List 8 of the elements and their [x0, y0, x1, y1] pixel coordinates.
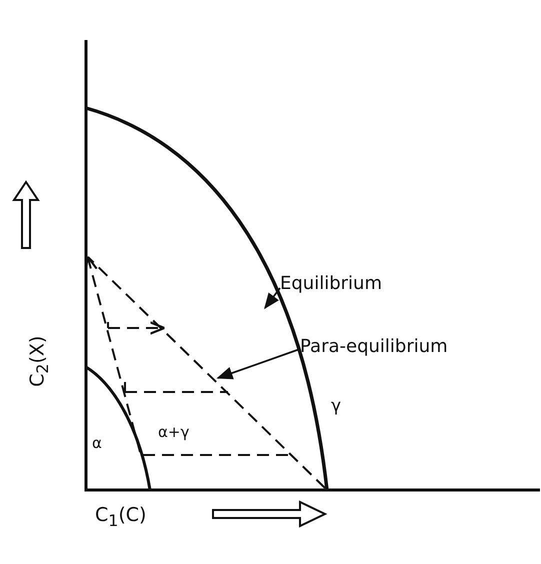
- phase-label: α+γ: [158, 425, 190, 440]
- phase-label: γ: [331, 398, 342, 415]
- phase-label: α: [92, 436, 102, 451]
- curve-label: Para-equilibrium: [300, 336, 448, 358]
- axis-label: C$_{1}$(C): [95, 506, 146, 529]
- leader-arrow: [264, 287, 281, 310]
- curve-label: Equilibrium: [280, 273, 382, 295]
- leader-arrow: [216, 348, 300, 380]
